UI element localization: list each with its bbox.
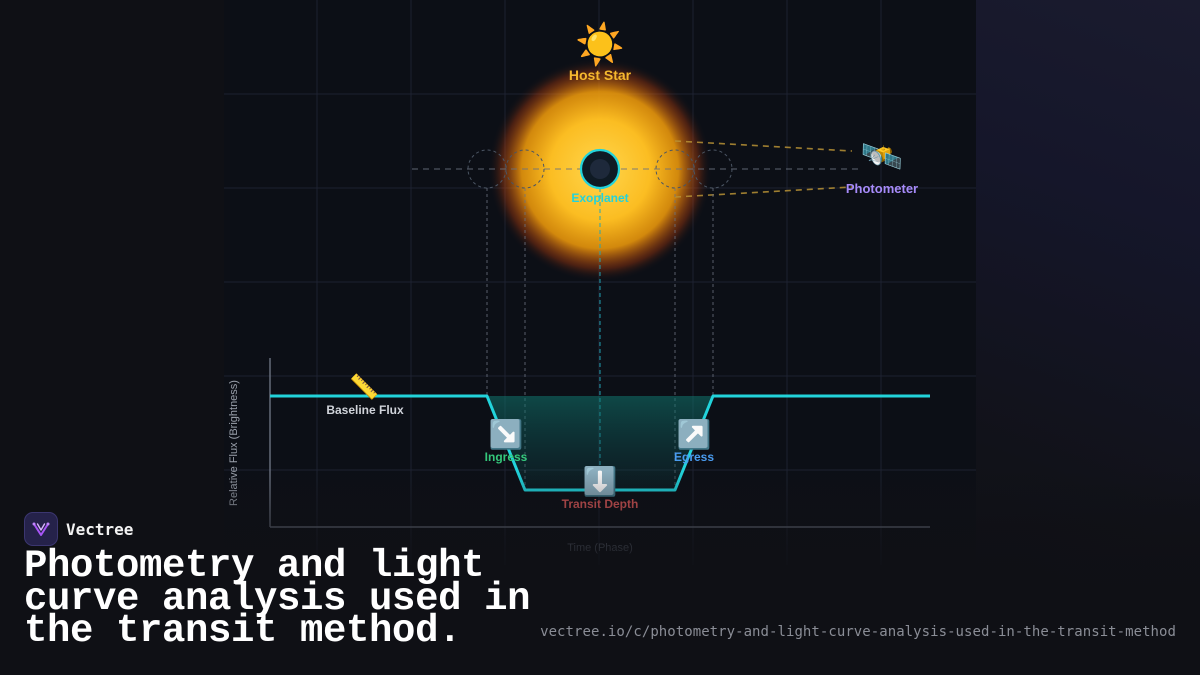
transit-dip-area (487, 396, 713, 490)
brand: Vectree (24, 512, 133, 546)
baseline-flux-label: Baseline Flux (326, 403, 404, 417)
planet-position-contact-2 (505, 149, 545, 189)
exoplanet-core (590, 159, 610, 179)
host-star-label: Host Star (569, 67, 632, 83)
arrow-down-right-icon: ↘️ (489, 418, 524, 451)
arrow-up-right-icon: ↗️ (677, 418, 712, 451)
arrow-down-icon: ⬇️ (583, 465, 618, 498)
planet-positions (467, 149, 733, 189)
page-url[interactable]: vectree.io/c/photometry-and-light-curve-… (540, 624, 1176, 640)
planet-position-contact-1 (467, 149, 507, 189)
ingress-label: Ingress (485, 450, 528, 464)
satellite-icon: 🛰️ (861, 138, 903, 176)
page-title: Photometry and light curve analysis used… (24, 544, 531, 653)
sun-icon: ☀️ (575, 20, 625, 68)
egress-label: Egress (674, 450, 714, 464)
vectree-logo-icon (24, 512, 58, 546)
light-rays (674, 140, 853, 198)
ruler-icon: 📏 (349, 373, 379, 401)
exoplanet-label: Exoplanet (571, 191, 628, 205)
brand-name: Vectree (66, 519, 134, 539)
transit-depth-label: Transit Depth (562, 497, 639, 511)
planet-position-contact-3 (655, 149, 695, 189)
contact-projections (486, 188, 714, 490)
x-axis-label: Time (Phase) (567, 542, 633, 554)
y-axis-label: Relative Flux (Brightness) (228, 380, 240, 506)
photometer-label: Photometer (846, 181, 918, 196)
planet-position-contact-4 (693, 149, 733, 189)
